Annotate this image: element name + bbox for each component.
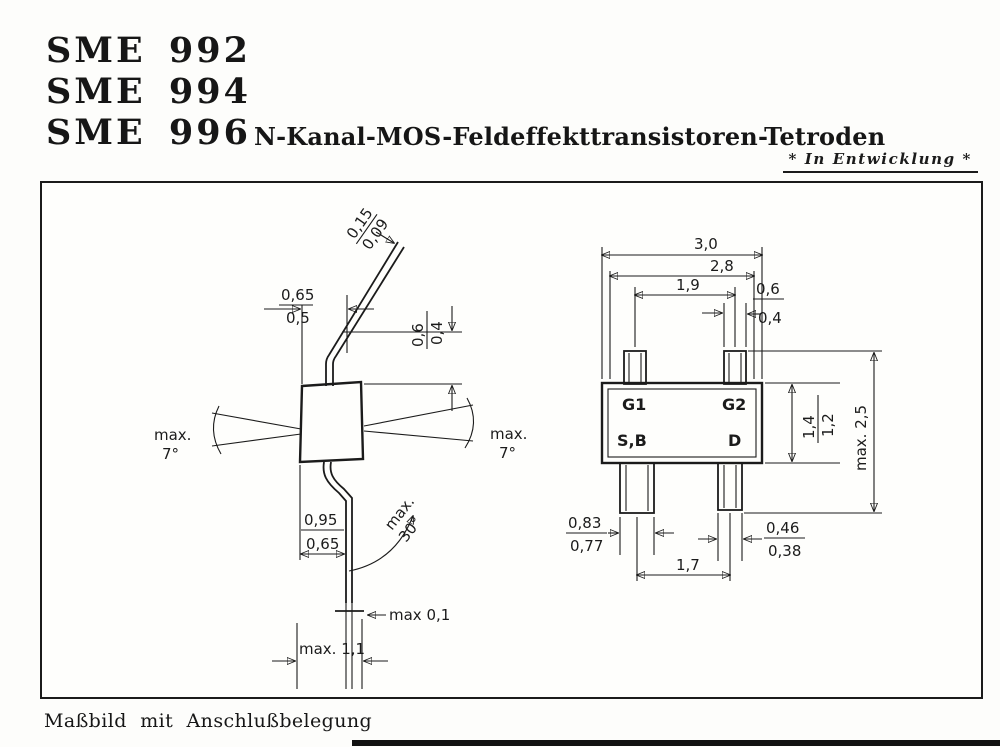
lead-width-max-label: 0,65 [281, 286, 314, 304]
dim-angle-left: max. 7° [154, 405, 302, 463]
br-pin-width-max-label: 0,46 [766, 519, 799, 537]
body-width-min-label: 1,2 [819, 413, 837, 437]
dim-body-width: 1,4 1,2 [765, 382, 840, 464]
side-view: 0,15 0,09 0,65 0,5 [154, 205, 527, 689]
dim-lead-thickness: 0,15 0,09 [343, 205, 394, 253]
package-body-top [600, 381, 764, 465]
lead-height-min-label: 0,4 [428, 321, 446, 345]
model-number-1: SME 992 [46, 30, 251, 71]
pin-d-lead [717, 462, 743, 511]
pin-g1-lead [623, 350, 647, 385]
top-lead [325, 241, 405, 386]
dim-angle-right: max. 7° [363, 397, 527, 462]
page-title: N-Kanal-MOS-Feldeffekttransistoren-Tetro… [254, 122, 886, 151]
body-offset-min-label: 0,65 [306, 535, 339, 553]
dim-top-pin-pitch: 1,9 [635, 276, 735, 347]
top-view: G1 G2 S,B D 3,0 2,8 [566, 235, 882, 581]
top-pin-pitch-label: 1,9 [676, 276, 700, 294]
body-length-outer-label: 3,0 [694, 235, 718, 253]
pin-g2-lead [723, 350, 747, 385]
pin-label-g2: G2 [722, 395, 746, 414]
dim-lead-width: 0,65 0,5 [264, 286, 374, 384]
figure-caption: Maßbild mit Anschlußbelegung [44, 710, 373, 732]
lead-height-max-label: 0,6 [409, 323, 427, 347]
total-height-label: max. 1,1 [299, 640, 365, 658]
dim-bend-angle: max. 30° [348, 493, 426, 572]
angle-right-max-label: max. [490, 425, 527, 443]
dimension-drawing-box: 0,15 0,09 0,65 0,5 [40, 181, 983, 699]
angle-left-max-label: max. [154, 426, 191, 444]
dim-body-length-inner: 2,8 [610, 257, 754, 379]
br-pin-width-min-label: 0,38 [768, 542, 801, 560]
angle-right-value-label: 7° [499, 444, 516, 462]
dimension-drawing-svg: 0,15 0,09 0,65 0,5 [154, 205, 882, 689]
model-number-3: SME 996 [46, 112, 251, 153]
lead-width-min-label: 0,5 [286, 309, 310, 327]
bl-pin-width-min-label: 0,77 [570, 537, 603, 555]
dim-body-length-outer: 3,0 [602, 235, 762, 379]
top-pin-width-max-label: 0,6 [756, 280, 780, 298]
dim-total-height: max. 1,1 [272, 619, 388, 689]
dim-lead-height: 0,6 0,4 [342, 306, 462, 411]
pin-label-sb: S,B [617, 431, 647, 450]
package-body-side [298, 380, 365, 464]
dim-bottom-right-pin-width: 0,46 0,38 [698, 513, 805, 561]
bottom-rule [352, 740, 1000, 746]
dim-bottom-left-pin-width: 0,83 0,77 [566, 514, 674, 555]
body-width-max-label: 1,4 [800, 415, 818, 439]
angle-left-value-label: 7° [162, 445, 179, 463]
model-number-2: SME 994 [46, 71, 251, 112]
development-status-note: * In Entwicklung * [782, 150, 978, 173]
body-length-inner-label: 2,8 [710, 257, 734, 275]
dim-standoff: max 0,1 [335, 606, 450, 624]
dim-body-offset: 0,95 0,65 [299, 465, 344, 560]
overall-width-label: max. 2,5 [852, 405, 870, 471]
body-offset-max-label: 0,95 [304, 511, 337, 529]
bottom-lead [322, 461, 353, 689]
dim-top-pin-width: 0,6 0,4 [702, 280, 784, 347]
pin-label-g1: G1 [622, 395, 646, 414]
model-list: SME 992 SME 994 SME 996 [46, 30, 251, 153]
bottom-pin-pitch-label: 1,7 [676, 556, 700, 574]
dim-overall-width: max. 2,5 [744, 350, 882, 514]
pin-sb-lead [619, 462, 655, 514]
top-pin-width-min-label: 0,4 [758, 309, 782, 327]
bl-pin-width-max-label: 0,83 [568, 514, 601, 532]
dim-bottom-pin-pitch: 1,7 [637, 513, 730, 581]
pin-label-d: D [728, 431, 741, 450]
standoff-label: max 0,1 [389, 606, 450, 624]
